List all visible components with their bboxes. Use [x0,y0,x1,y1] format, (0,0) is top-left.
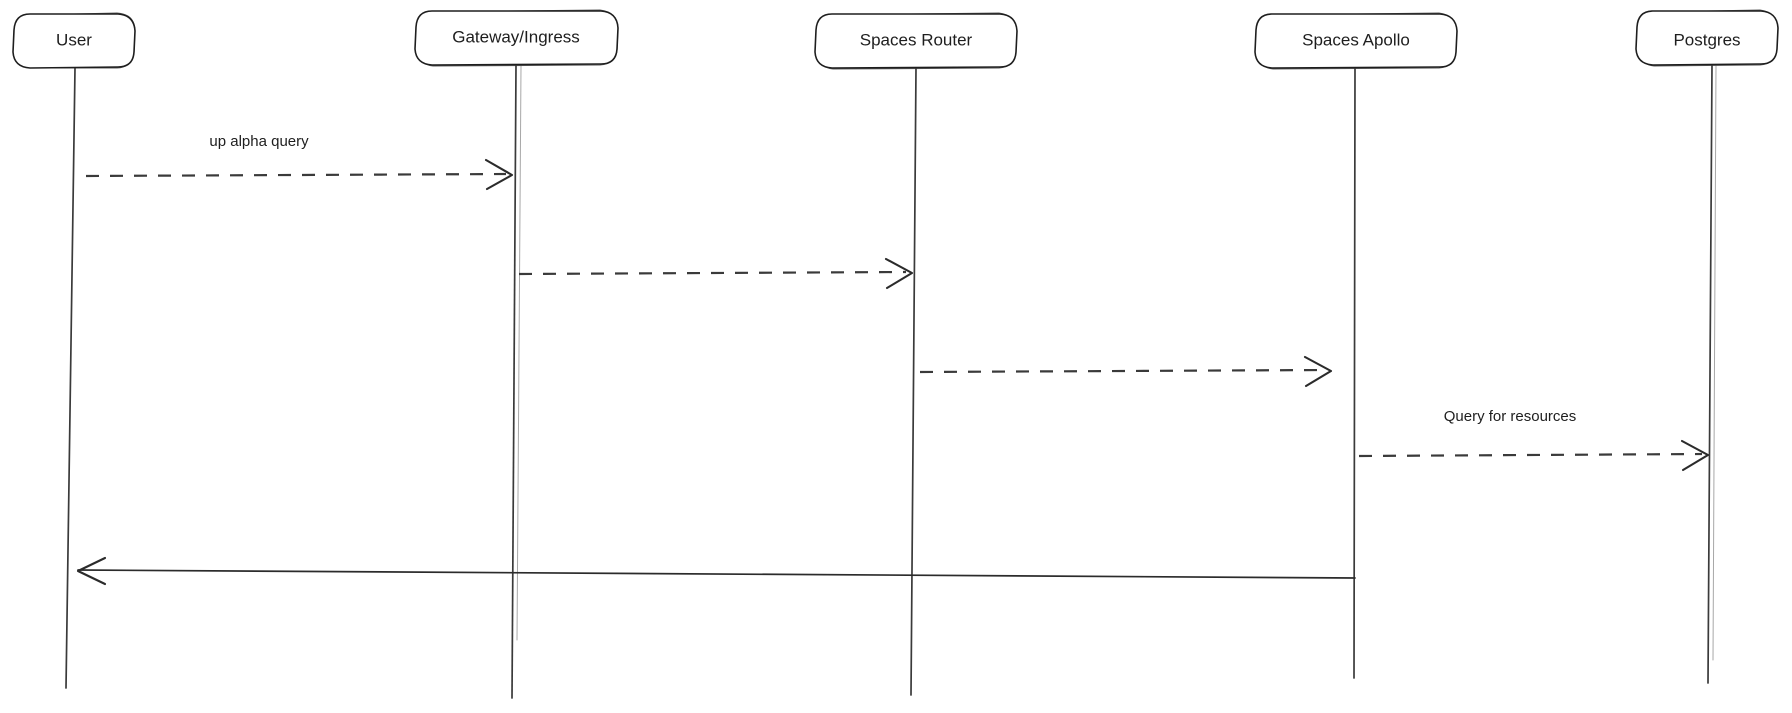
message-4[interactable]: Query for resources [1358,408,1710,472]
message-4-line [1358,452,1703,458]
actor-router-box [814,13,1018,69]
message-4-arrowhead [1680,439,1710,472]
actor-user-label: User [56,30,92,49]
actor-gateway-box [414,10,619,66]
lifeline-gateway [511,64,517,699]
message-2[interactable] [518,257,914,290]
message-5-line [77,569,1356,579]
message-3-arrowhead [1303,355,1333,388]
message-2-line [518,270,907,276]
actor-router-label: Spaces Router [860,30,973,49]
actor-postgres[interactable]: Postgres [1635,9,1779,67]
actor-apollo[interactable]: Spaces Apollo [1254,12,1458,70]
actor-user[interactable]: User [12,12,136,69]
lifeline-user [65,67,76,689]
lifeline-postgres-sketch [1712,65,1717,661]
message-5[interactable] [76,556,1356,586]
message-1-label: up alpha query [209,133,309,150]
lifelines-group [65,64,1717,699]
message-3[interactable] [919,355,1333,388]
actor-gateway-label: Gateway/Ingress [452,27,580,46]
actor-postgres-box [1635,10,1779,66]
message-4-label: Query for resources [1444,408,1577,425]
actor-postgres-label: Postgres [1673,30,1740,49]
actor-user-box [12,13,136,69]
message-1-line [85,172,507,178]
actor-apollo-box [1254,13,1458,69]
lifeline-postgres [1707,64,1713,684]
message-2-arrowhead [884,257,914,290]
lifeline-gateway-sketch [516,65,522,641]
message-1[interactable]: up alpha query [85,133,514,191]
lifeline-router [910,67,917,696]
actor-apollo-label: Spaces Apollo [1302,30,1410,49]
lifeline-apollo [1353,67,1356,679]
actor-router[interactable]: Spaces Router [814,12,1018,70]
message-5-arrowhead [76,556,107,586]
message-3-line [919,368,1326,374]
actor-gateway[interactable]: Gateway/Ingress [414,9,619,67]
message-1-arrowhead [484,158,514,191]
